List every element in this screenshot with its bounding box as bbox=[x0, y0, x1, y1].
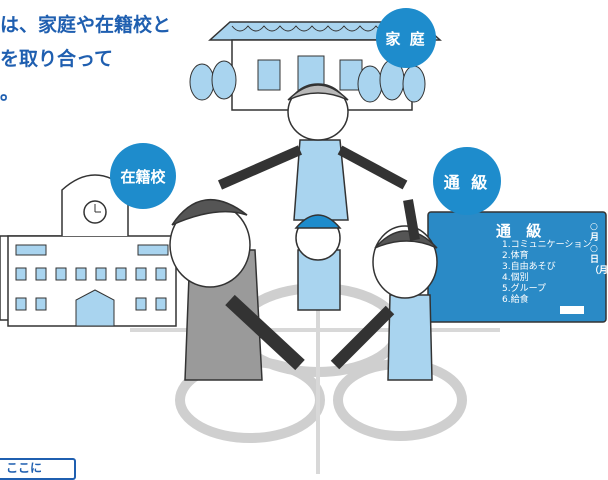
headline: は、家庭や在籍校と を取り合って 。 bbox=[0, 8, 171, 110]
badge-tsukyu: 通 級 bbox=[433, 147, 501, 215]
badge-home: 家 庭 bbox=[376, 8, 436, 68]
board-title: 通 級 bbox=[496, 222, 547, 240]
board-item: 4.個別 bbox=[502, 273, 529, 283]
board-item: 2.体育 bbox=[502, 251, 529, 261]
board-item: 5.グループ bbox=[502, 284, 547, 294]
board-item: 3.自由あそび bbox=[502, 262, 556, 272]
footer-label: ここに bbox=[0, 458, 76, 480]
badge-school: 在籍校 bbox=[110, 143, 176, 209]
board-item: 6.給食 bbox=[502, 295, 529, 305]
board-date: ○月○日（月） bbox=[590, 222, 608, 276]
headline-line-3: 。 bbox=[0, 82, 20, 104]
headline-line-1: は、家庭や在籍校と bbox=[0, 14, 172, 36]
people bbox=[169, 83, 438, 381]
headline-line-2: を取り合って bbox=[0, 48, 114, 70]
board-item: 1.コミュニケーション bbox=[502, 240, 592, 250]
school bbox=[0, 174, 177, 327]
